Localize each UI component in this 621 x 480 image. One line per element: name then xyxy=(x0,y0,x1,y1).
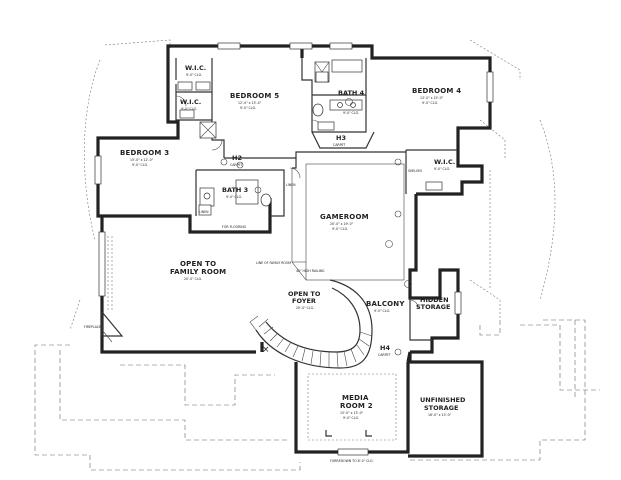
smoke-detector-icon xyxy=(345,98,353,106)
unfinished-name-2: STORAGE xyxy=(424,404,458,412)
vanity xyxy=(329,99,363,111)
fixtures xyxy=(94,42,494,456)
linen-label-2: LINEN xyxy=(286,183,296,187)
family-room-details xyxy=(101,236,124,343)
bedroom4-clg: 9'-0" CLG. xyxy=(422,101,438,105)
wic-top-name: W.I.C. xyxy=(185,64,206,72)
railing-label: 42" HIGH RAILING xyxy=(296,269,325,273)
bath3-clg: 9'-0" CLG. xyxy=(226,195,242,199)
bath4-clg: 9'-0" CLG. xyxy=(343,111,359,115)
stair-x-mark: × xyxy=(262,345,270,355)
wic-left-clg: 9'-0" CLG. xyxy=(181,107,197,111)
wic-right-name: W.I.C. xyxy=(434,158,455,166)
tub-bath3 xyxy=(235,179,259,205)
annotation-labels: LINEN LINEN FIREPLACE 26 x 38 26 x 36 26… xyxy=(84,85,438,463)
hidden-name-2: STORAGE xyxy=(416,303,450,311)
h3-note: CARPET xyxy=(333,143,346,147)
bedroom3-clg: 9'-0" CLG. xyxy=(132,163,148,167)
balcony-name: BALCONY xyxy=(366,300,405,308)
shelves-label: SHELVES xyxy=(408,169,422,173)
media-dims: 15'-0" x 13'-0" xyxy=(340,411,364,415)
bedroom5-clg: 9'-0" CLG. xyxy=(240,106,256,110)
bedroom5-name: BEDROOM 5 xyxy=(230,92,279,100)
wic-right-clg: 9'-0" CLG. xyxy=(434,167,450,171)
markers xyxy=(177,81,443,191)
foyer-name-2: FOYER xyxy=(292,297,316,305)
bath3-name: BATH 3 xyxy=(222,186,248,194)
walls xyxy=(96,44,492,458)
line-family-label: LINE OF FAMILY ROOM xyxy=(256,261,291,265)
curved-stair: × xyxy=(249,279,373,369)
foyer-clg: 20'-0" CLG. xyxy=(296,306,314,310)
wic-left-name: W.I.C. xyxy=(180,98,201,106)
gameroom-name: GAMEROOM xyxy=(320,213,369,221)
ceiling-fan-icon xyxy=(385,240,393,248)
bedroom3-dims: 15'-0" x 12'-0" xyxy=(130,158,154,162)
family-name-1: OPEN TO xyxy=(180,260,216,268)
media-name-2: ROOM 2 xyxy=(340,402,373,410)
bedroom5-dims: 12'-0" x 13'-4" xyxy=(238,101,262,105)
room-labels: BEDROOM 5 12'-0" x 13'-4" 9'-0" CLG. BED… xyxy=(120,64,466,420)
toilet xyxy=(312,103,324,117)
h4-name: H4 xyxy=(380,344,390,352)
bathtub xyxy=(331,59,363,73)
family-clg: 20'-0" CLG. xyxy=(184,277,202,281)
media-name-1: MEDIA xyxy=(342,394,369,402)
media-clg: 9'-0" CLG. xyxy=(343,416,359,420)
bonus-note: FOR FLOORING xyxy=(222,225,247,229)
gameroom-area xyxy=(291,163,405,281)
h2-name: H2 xyxy=(232,154,242,162)
linen-closet xyxy=(198,204,212,216)
foyer-name-1: OPEN TO xyxy=(288,290,321,298)
h2-note: CARPET xyxy=(230,163,243,167)
lower-level-outline xyxy=(34,39,600,471)
bedroom4-dims: 13'-0" x 15'-0" xyxy=(420,96,444,100)
gameroom-clg: 9'-0" CLG. xyxy=(332,227,348,231)
gameroom-dims: 20'-0" x 19'-0" xyxy=(330,222,354,226)
wic-top-clg: 9'-0" CLG. xyxy=(186,73,202,77)
h3-name: H3 xyxy=(336,134,346,142)
bath4-name: BATH 4 xyxy=(338,89,365,97)
linen-label: LINEN xyxy=(199,210,209,214)
unfinished-name-1: UNFINISHED xyxy=(420,396,466,404)
fireplace-label: FIREPLACE xyxy=(84,325,101,329)
h4-note: CARPET xyxy=(378,353,391,357)
bedroom4-name: BEDROOM 4 xyxy=(412,87,461,95)
balcony-clg: 9'-0" CLG. xyxy=(374,309,390,313)
media-bottom-note: FURREDOWN TO 8'-0" CLG. xyxy=(330,459,374,463)
unfinished-dims: 16'-0" x 13'-0" xyxy=(428,413,452,417)
family-name-2: FAMILY ROOM xyxy=(170,268,226,276)
hidden-name-1: HIDDEN xyxy=(420,296,449,304)
bedroom3-name: BEDROOM 3 xyxy=(120,149,169,157)
